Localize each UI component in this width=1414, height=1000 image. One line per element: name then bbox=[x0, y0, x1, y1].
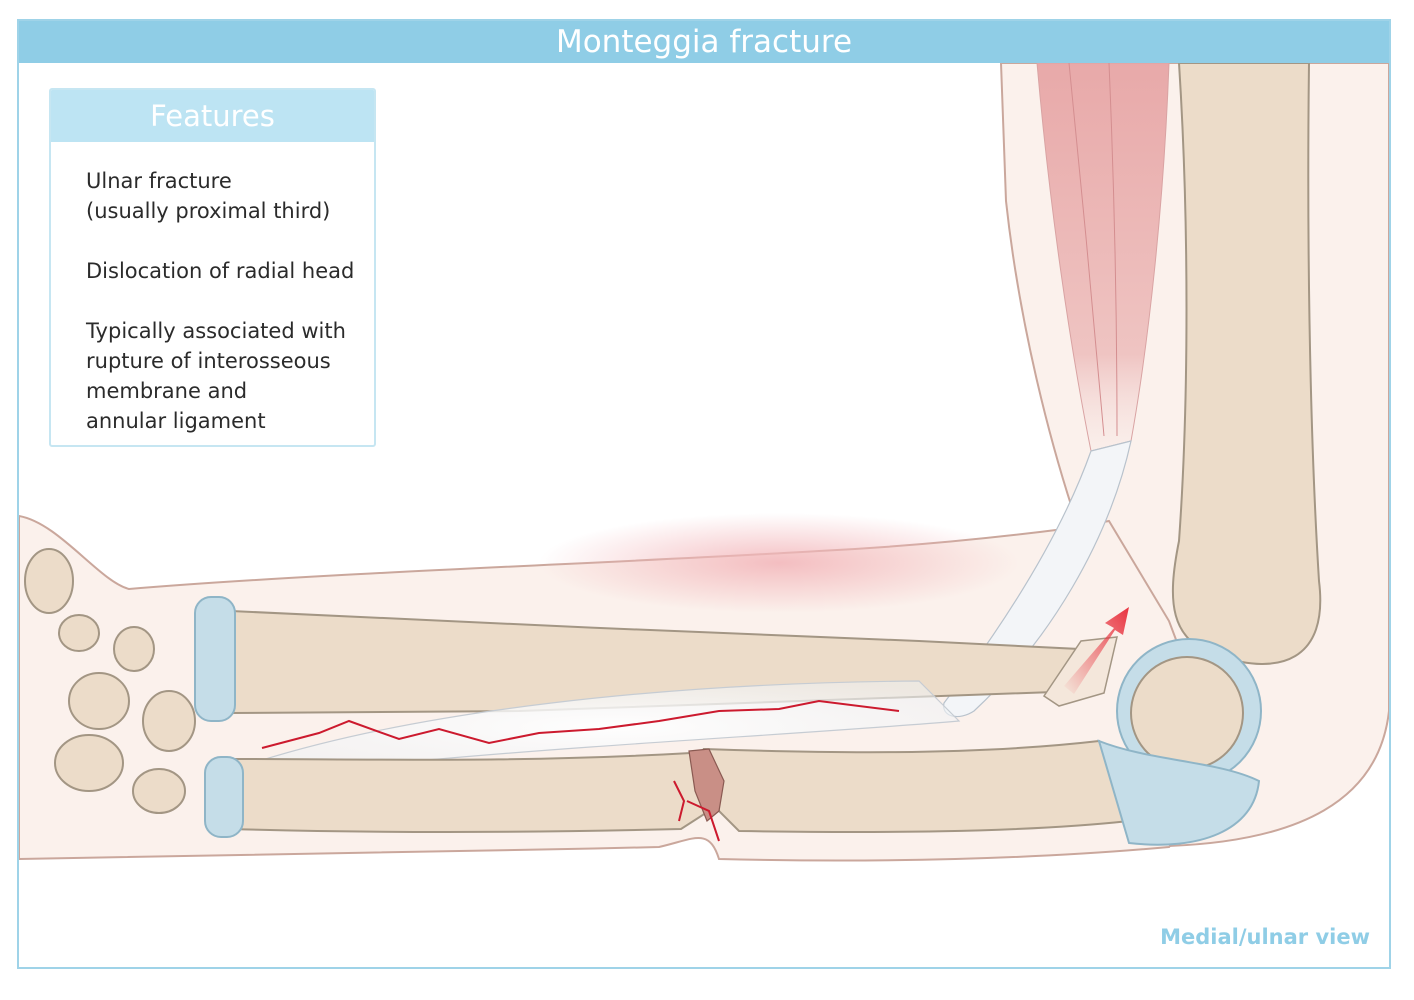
fracture-line bbox=[673, 780, 720, 842]
feature-item: Ulnar fracture (usually proximal third) bbox=[86, 169, 331, 223]
humerus bbox=[1171, 62, 1322, 665]
carpal-bone bbox=[142, 690, 196, 752]
carpal-bone bbox=[58, 614, 100, 652]
features-heading: Features bbox=[51, 90, 374, 142]
diagram-title: Monteggia fracture bbox=[555, 24, 853, 60]
fracture-line bbox=[261, 699, 900, 749]
muscle-fiber bbox=[1108, 62, 1118, 437]
ulna-distal-cartilage bbox=[204, 756, 244, 838]
carpal-bone bbox=[24, 548, 74, 614]
carpal-bone bbox=[113, 626, 155, 672]
feature-item: Dislocation of radial head bbox=[86, 259, 355, 283]
carpal-bone bbox=[54, 734, 124, 792]
features-panel: Features Ulnar fracture (usually proxima… bbox=[49, 88, 376, 447]
feature-item: Typically associated with rupture of int… bbox=[86, 319, 346, 433]
features-list: Ulnar fracture (usually proximal third) … bbox=[51, 142, 374, 436]
olecranon-cartilage bbox=[1097, 739, 1261, 846]
carpal-bone bbox=[132, 768, 186, 814]
bruise bbox=[539, 513, 1019, 613]
ulna-fracture-crack bbox=[688, 748, 725, 822]
radius-distal-cartilage bbox=[194, 596, 236, 722]
diagram-frame: Monteggia fracture Features Ulnar fractu… bbox=[17, 19, 1391, 969]
muscle-fiber bbox=[1068, 62, 1105, 437]
trochlea bbox=[1130, 656, 1244, 770]
ulna-distal-fragment bbox=[230, 751, 711, 833]
view-label: Medial/ulnar view bbox=[1160, 925, 1370, 949]
ulna-proximal-fragment bbox=[702, 739, 1131, 833]
title-bar: Monteggia fracture bbox=[19, 21, 1389, 63]
dislocation-arrow bbox=[1064, 607, 1129, 694]
carpal-bone bbox=[68, 672, 130, 730]
elbow-illustration bbox=[19, 62, 1389, 862]
